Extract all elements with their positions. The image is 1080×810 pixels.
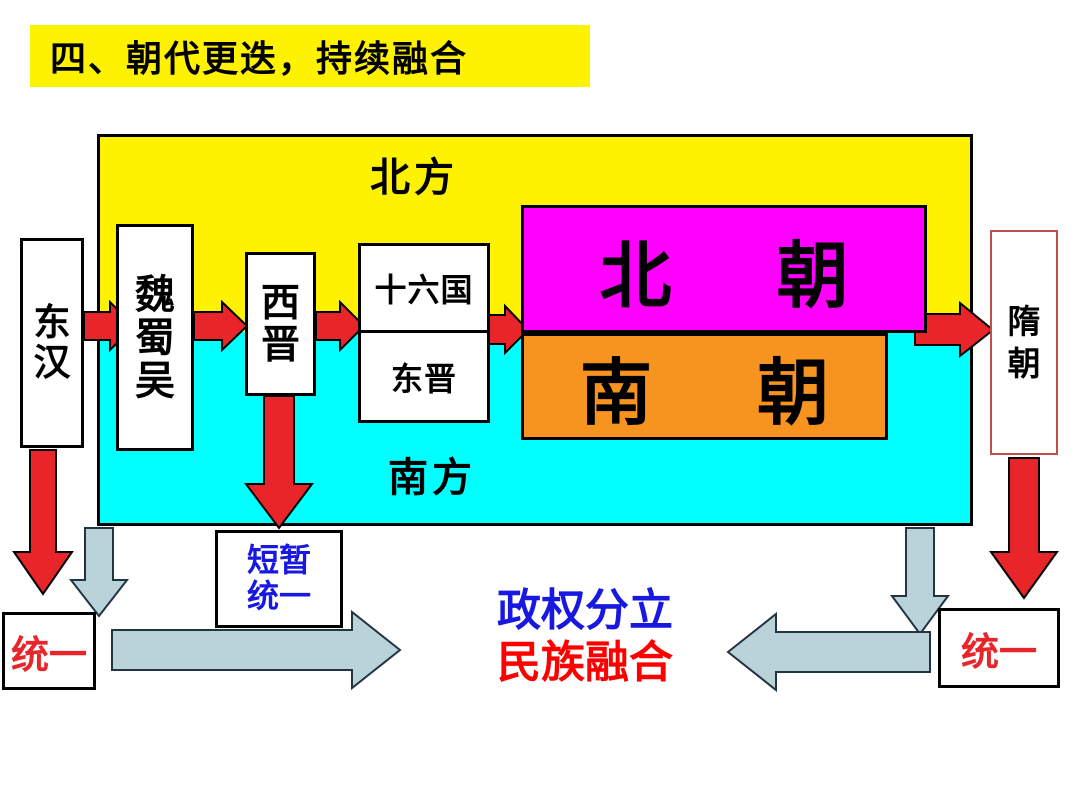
- donghan-char-2: 汉: [33, 340, 71, 384]
- sui-char-2: 朝: [1007, 343, 1041, 383]
- conclusion-line-1: 政权分立: [497, 585, 673, 636]
- dynasty-band-beichao[interactable]: 北 朝: [521, 205, 927, 333]
- xijin-char-2: 晋: [260, 322, 300, 368]
- outcome-box-brief-unify[interactable]: 短暂 统一: [215, 530, 343, 628]
- dynasty-band-nanchao[interactable]: 南 朝: [521, 333, 888, 440]
- dynasty-box-weishuwu[interactable]: 魏 蜀 吴: [116, 224, 194, 451]
- outcome-box-unify-left[interactable]: 统一: [2, 612, 96, 690]
- weishuwu-char-1: 魏: [135, 270, 175, 318]
- left-arrow-to-conclusion: [726, 611, 931, 693]
- split-box-south-label: 东晋: [390, 359, 457, 398]
- xijin-char-1: 西: [260, 279, 300, 326]
- weishuwu-char-3: 吴: [135, 357, 175, 405]
- weishuwu-char-2: 蜀: [135, 313, 175, 361]
- title-banner: 四、朝代更迭，持续融合: [30, 25, 590, 87]
- north-region-label: 北方: [370, 154, 458, 201]
- down-arrow-donghan: [12, 449, 74, 596]
- split-box-north-label: 十六国: [361, 246, 487, 333]
- conclusion-line-2: 民族融合: [497, 636, 673, 688]
- down-arrow-left-summary: [68, 527, 130, 618]
- split-box-shiliuguo-dongjin[interactable]: 十六国 东晋: [358, 243, 490, 423]
- dynasty-box-xijin[interactable]: 西 晋: [245, 252, 316, 396]
- donghan-char-1: 东: [33, 300, 71, 345]
- dynasty-box-donghan[interactable]: 东 汉: [20, 238, 84, 448]
- dynasty-box-sui[interactable]: 隋 朝: [990, 230, 1058, 455]
- sui-char-1: 隋: [1007, 302, 1041, 342]
- down-arrow-sui: [989, 457, 1059, 600]
- brief-unify-line-2: 统一: [246, 577, 311, 615]
- outcome-box-unify-right[interactable]: 统一: [938, 608, 1060, 688]
- conclusion-text: 政权分立 民族融合: [455, 585, 715, 689]
- south-region-label: 南方: [388, 454, 476, 501]
- brief-unify-line-1: 短暂: [246, 541, 311, 580]
- page-title: 四、朝代更迭，持续融合: [50, 38, 469, 80]
